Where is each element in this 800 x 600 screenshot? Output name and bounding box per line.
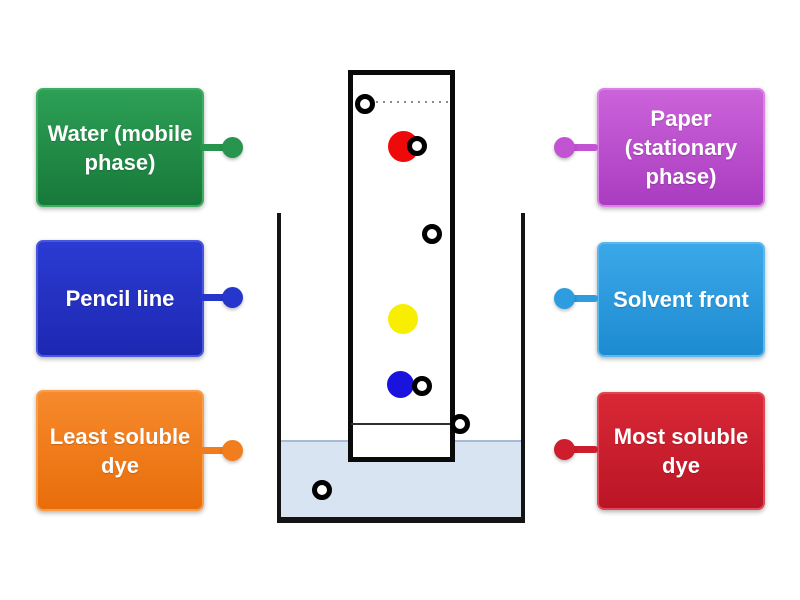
anchor-point-strip-middle[interactable] xyxy=(422,224,442,244)
label-text: Pencil line xyxy=(65,286,175,311)
label-tile-most-soluble-dye[interactable]: Most soluble dye xyxy=(597,392,765,510)
label-tile-paper-stationary-phase[interactable]: Paper (stationary phase) xyxy=(597,88,765,207)
label-tile-water-mobile-phase[interactable]: Water (mobile phase) xyxy=(36,88,204,207)
connector-dot xyxy=(222,287,243,308)
label-text: Most soluble dye xyxy=(613,424,749,478)
connector-stem xyxy=(565,144,598,151)
connector-stem xyxy=(565,295,598,302)
label-text: Water (mobile phase) xyxy=(47,120,193,175)
connector-dot xyxy=(554,288,575,309)
label-text: Least soluble dye xyxy=(49,423,191,478)
anchor-point-blue-dye[interactable] xyxy=(412,376,432,396)
connector-stem xyxy=(565,446,598,453)
anchor-point-water[interactable] xyxy=(312,480,332,500)
connector-dot xyxy=(554,137,575,158)
pencil-baseline xyxy=(351,423,453,425)
solvent-front-dotted-line xyxy=(376,101,453,103)
yellow-dye-spot xyxy=(388,304,418,334)
anchor-point-top-of-strip[interactable] xyxy=(355,94,375,114)
connector-dot xyxy=(222,440,243,461)
anchor-point-pencil-line[interactable] xyxy=(450,414,470,434)
connector-stem xyxy=(200,144,233,151)
beaker-outline xyxy=(277,213,525,523)
paper-strip xyxy=(348,70,455,462)
label-tile-solvent-front[interactable]: Solvent front xyxy=(597,242,765,357)
label-tile-pencil-line[interactable]: Pencil line xyxy=(36,240,204,357)
connector-dot xyxy=(554,439,575,460)
blue-dye-spot xyxy=(387,371,414,398)
label-text: Paper (stationary phase) xyxy=(624,106,738,189)
connector-stem xyxy=(200,294,233,301)
label-tile-least-soluble-dye[interactable]: Least soluble dye xyxy=(36,390,204,511)
label-text: Solvent front xyxy=(613,287,749,312)
anchor-point-red-dye[interactable] xyxy=(407,136,427,156)
connector-dot xyxy=(222,137,243,158)
connector-stem xyxy=(200,447,233,454)
